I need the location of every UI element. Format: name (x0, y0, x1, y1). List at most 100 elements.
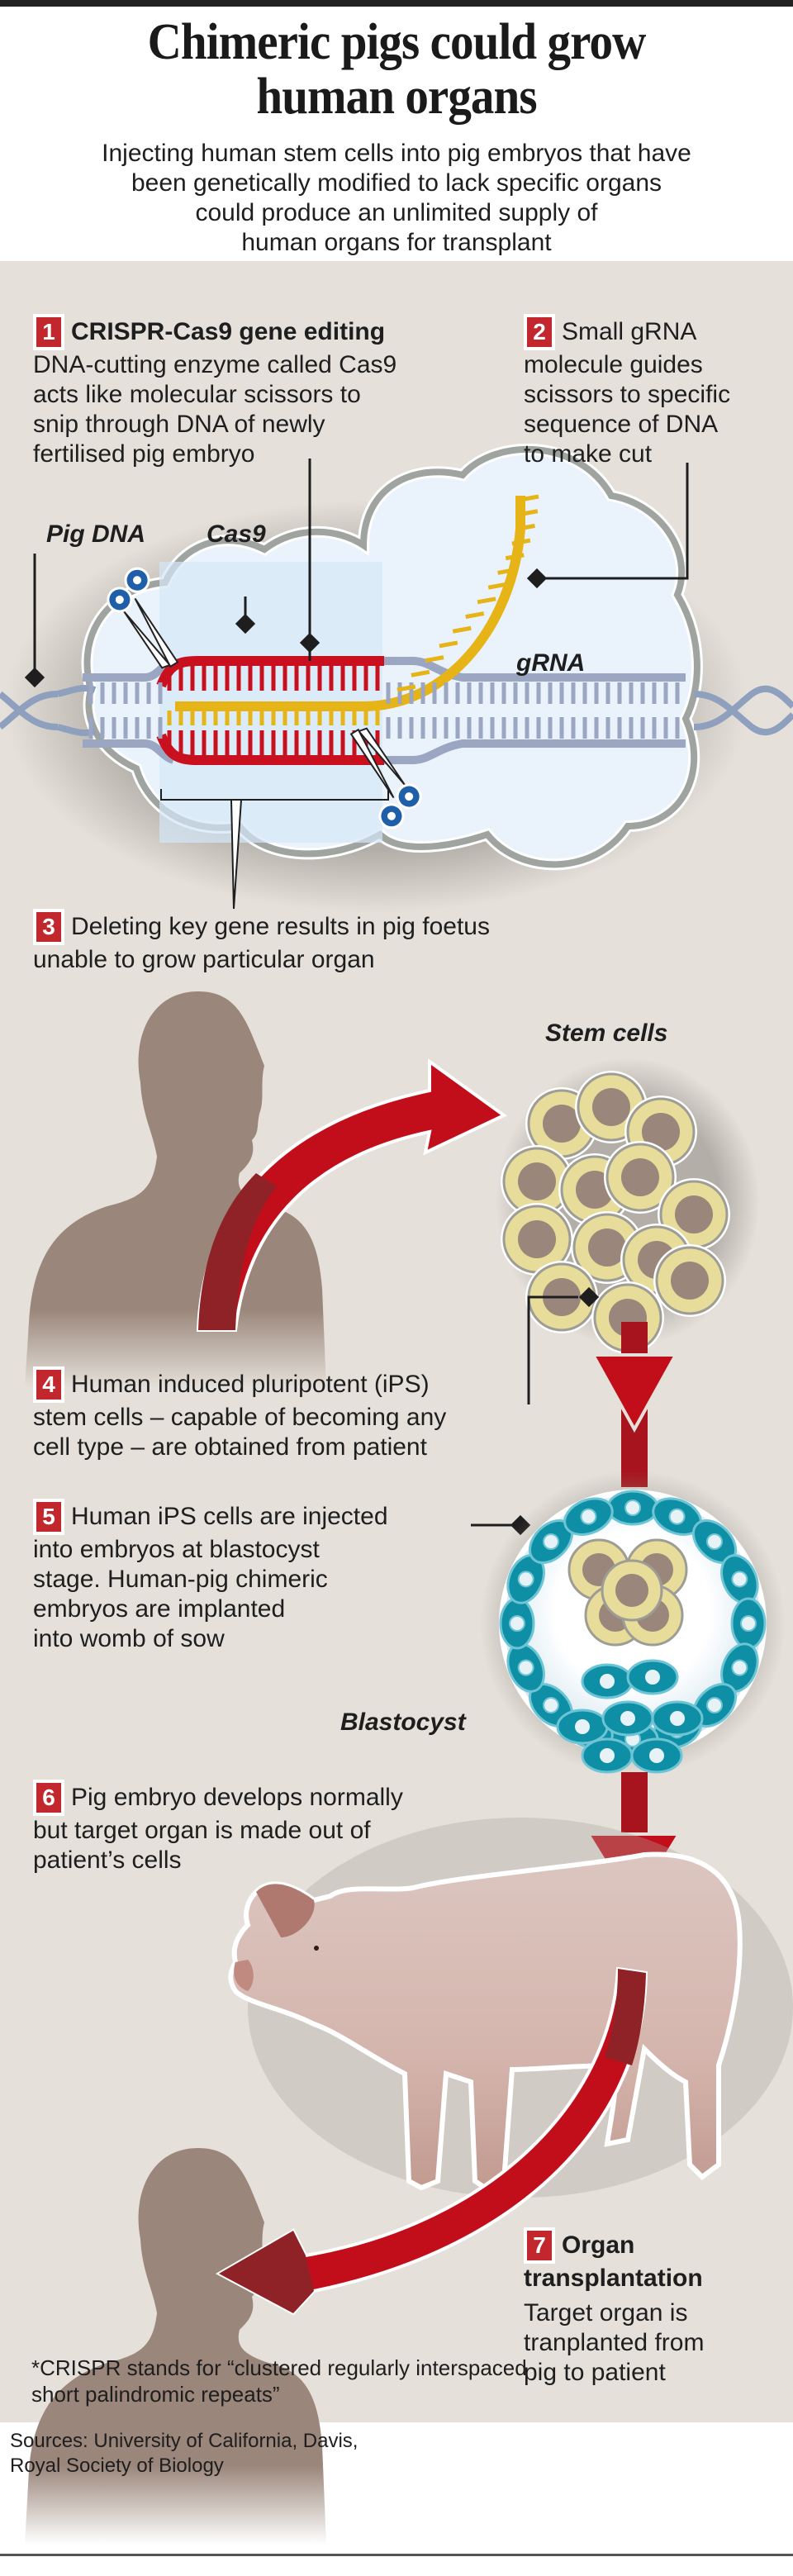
inner-cell-nucleus (575, 1719, 590, 1734)
step-number-badge: 2 (524, 314, 555, 350)
step-heading: transplantation (524, 2265, 703, 2292)
step-text-line: fertilised pig embryo (33, 440, 255, 468)
trophoblast-cell (720, 1554, 759, 1604)
inner-cell-nucleus (645, 1670, 660, 1685)
human-ips-cell (601, 1559, 663, 1622)
inner-cell (581, 1737, 634, 1774)
blastocyst-label: Blastocyst (340, 1709, 466, 1736)
step-text-line: Target organ is (524, 2299, 688, 2326)
step-3: 3 Deleting key gene results in pig foetus… (33, 909, 611, 975)
page-title: Chimeric pigs could grow human organs (31, 15, 761, 124)
trophoblast-nucleus (740, 1615, 757, 1632)
patient-silhouette-bottom (25, 2148, 326, 2545)
footnote-line: *CRISPR stands for “clustered regularly … (31, 2355, 527, 2380)
grna-base (411, 669, 430, 677)
step-text-line: tranplanted from (524, 2329, 705, 2356)
grna-base (487, 582, 507, 590)
step-text-line: stage. Human-pig chimeric (33, 1566, 328, 1593)
trophoblast-nucleus (580, 1508, 597, 1525)
step-text-line: Pig embryo develops normally (71, 1784, 403, 1811)
title-line-2: human organs (256, 69, 537, 125)
grna-base (465, 611, 485, 619)
subtitle: Injecting human stem cells into pig embr… (0, 139, 793, 258)
trophoblast-nucleus (624, 1499, 641, 1516)
stem-cell-nucleus (543, 1105, 581, 1143)
cas9-cloud-outline (83, 445, 700, 868)
trophoblast-cell (506, 1642, 545, 1693)
step-heading: Organ (562, 2231, 635, 2259)
step-number-badge: 6 (33, 1780, 64, 1816)
inner-cell (556, 1709, 609, 1745)
arrow-to-blastocyst (590, 1322, 679, 1487)
stem-cell-nucleus (588, 1229, 626, 1267)
trophoblast-cell (691, 1682, 737, 1728)
stem-cells-cluster (496, 1057, 760, 1354)
inner-cell (651, 1700, 704, 1737)
stem-cells-label: Stem cells (545, 1019, 668, 1047)
step-text-line: unable to grow particular organ (33, 946, 375, 973)
subtitle-line: human organs for transplant (241, 229, 552, 256)
title-line-1: Chimeric pigs could grow (147, 14, 647, 70)
grna-base (505, 553, 525, 561)
blastocyst (480, 1471, 786, 1776)
step-text-line: cell type – are obtained from patient (33, 1433, 427, 1461)
subtitle-line: could produce an unlimited supply of (195, 199, 598, 226)
grna-base (439, 640, 458, 649)
step-4: 4 Human induced pluripotent (iPS) stem ce… (33, 1366, 545, 1462)
grna-base (520, 494, 539, 502)
step-text-line: patient’s cells (33, 1846, 182, 1874)
trophoblast-cell (563, 1497, 614, 1536)
scissors-icon (107, 567, 179, 669)
step-number-badge: 3 (33, 909, 64, 945)
scissors-icon (349, 727, 422, 829)
trophoblast-nucleus (543, 1696, 560, 1713)
cas9-label: Cas9 (207, 520, 266, 548)
step-text-line: Human iPS cells are injected (71, 1503, 388, 1530)
crispr-footnote: *CRISPR stands for “clustered regularly … (31, 2355, 527, 2407)
step-text-line: to make cut (524, 440, 653, 468)
step-text-line: scissors to specific (524, 381, 731, 408)
step-number-badge: 4 (33, 1366, 64, 1403)
inner-cell-nucleus (670, 1711, 685, 1726)
pig-dna-label: Pig DNA (46, 520, 145, 548)
step-text-line: acts like molecular scissors to (33, 381, 361, 408)
base-pairs (88, 494, 680, 755)
trophoblast-cell (529, 1519, 574, 1565)
trophoblast-nucleus (509, 1615, 525, 1632)
trophoblast-cell (730, 1597, 767, 1650)
inner-cell (601, 1700, 654, 1737)
grna-base (452, 625, 472, 634)
step-text-line: Human induced pluripotent (iPS) (71, 1371, 430, 1398)
trophoblast-nucleus (517, 1571, 534, 1588)
grna-base (511, 538, 531, 546)
sources-line: Sources: University of California, Davis… (10, 2430, 359, 2452)
inner-cell (626, 1659, 679, 1695)
arrow-to-stem-cells (196, 1058, 507, 1332)
trophoblast-nucleus (517, 1659, 534, 1676)
step-text-line: DNA-cutting enzyme called Cas9 (33, 351, 397, 378)
inner-cell-nucleus (649, 1748, 664, 1763)
leader-lines (24, 459, 689, 910)
trophoblast-nucleus (731, 1571, 748, 1588)
pig-illustration (228, 1818, 793, 2198)
patient-silhouette (25, 991, 326, 1388)
inner-cell (581, 1663, 634, 1699)
stem-cell-nucleus (518, 1162, 556, 1200)
trophoblast-nucleus (543, 1533, 560, 1551)
grna-base (497, 568, 517, 575)
trophoblast-nucleus (668, 1508, 686, 1525)
subtitle-line: been genetically modified to lack specif… (131, 169, 662, 197)
stem-cell (604, 1141, 677, 1214)
trophoblast-nucleus (705, 1533, 723, 1551)
step-text-line: Deleting key gene results in pig foetus (71, 913, 490, 940)
step-text-line: pig to patient (524, 2359, 666, 2386)
step-text-line: snip through DNA of newly (33, 411, 325, 438)
step-text-line: stem cells – capable of becoming any (33, 1404, 447, 1431)
dna-helix-right (693, 685, 793, 736)
inner-cell-nucleus (600, 1674, 615, 1689)
ips-cell-nucleus (615, 1574, 648, 1607)
step-text-line: into embryos at blastocyst (33, 1536, 320, 1563)
